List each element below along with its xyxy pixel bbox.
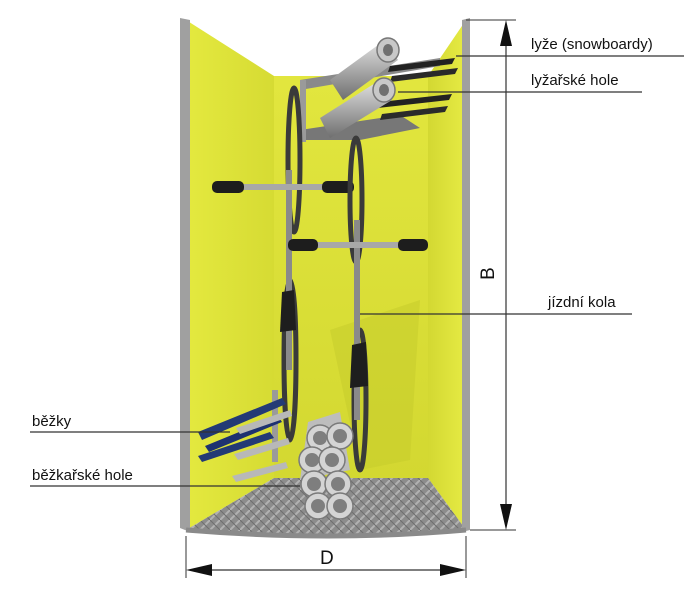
- bike1-grip-left: [212, 181, 244, 193]
- bike1-frame: [286, 170, 292, 370]
- bike1-handlebar: [214, 184, 350, 190]
- xc-ski-1: [198, 398, 286, 440]
- xc-tray-1: [236, 410, 292, 434]
- xc-rack-post: [272, 390, 278, 462]
- label-skis-snowboards: lyže (snowboardy): [531, 36, 653, 53]
- dimension-b-label: B: [477, 267, 499, 280]
- bike1-grip-right: [322, 181, 354, 193]
- right-frame-edge: [462, 18, 470, 532]
- ski-2: [390, 68, 458, 82]
- label-bicycles: jízdní kola: [548, 294, 616, 311]
- bike2-frame: [354, 220, 360, 420]
- xc-tray-3: [232, 462, 288, 482]
- left-frame-edge: [180, 18, 190, 532]
- dim-d-arrow-left: [186, 564, 212, 576]
- xc-ski-3: [198, 432, 274, 462]
- dim-d-arrow-right: [440, 564, 466, 576]
- left-wall: [186, 20, 274, 530]
- bike2-grip-left: [288, 239, 318, 251]
- dim-b-arrow-bottom: [500, 504, 512, 530]
- ski-1: [388, 58, 455, 72]
- bike1-saddle: [280, 290, 296, 332]
- ski-3: [378, 94, 452, 108]
- bike2-saddle: [350, 342, 368, 388]
- label-xc-skis: běžky: [32, 413, 72, 430]
- label-xc-poles: běžkařské hole: [32, 467, 133, 484]
- bottom-frame-edge: [185, 527, 467, 539]
- rack-post: [300, 80, 306, 142]
- xc-tray-2: [234, 438, 290, 460]
- right-wall: [428, 20, 466, 530]
- bike2-grip-right: [398, 239, 428, 251]
- dim-b-arrow-top: [500, 20, 512, 46]
- dimension-d-label: D: [320, 548, 334, 569]
- label-ski-poles: lyžařské hole: [531, 72, 619, 89]
- bike2-handlebar: [290, 242, 424, 248]
- ski-4: [380, 106, 448, 120]
- xc-pole-tubes: [298, 422, 354, 520]
- bike1-wheel-top: [285, 85, 303, 235]
